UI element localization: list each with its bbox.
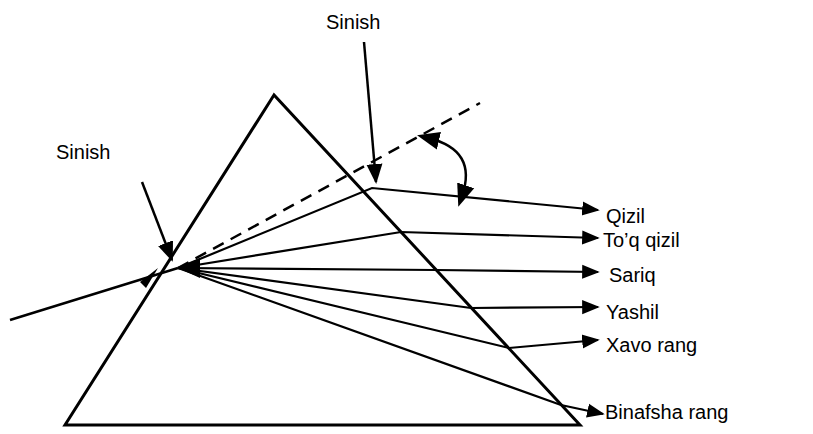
incident-ray <box>10 268 178 320</box>
color-label: Qizil <box>606 205 645 227</box>
deviation-angle-arc <box>428 138 466 196</box>
color-label: Binafsha rang <box>605 401 728 423</box>
color-label: Xavo rang <box>606 334 697 356</box>
refraction-label: Sinish <box>326 11 380 33</box>
refraction-pointers <box>142 42 376 260</box>
color-label: Yashil <box>606 301 659 323</box>
color-label: To’q qizil <box>603 229 680 251</box>
refracted-rays <box>178 188 603 414</box>
prism <box>65 95 580 425</box>
refraction-label: Sinish <box>56 141 110 163</box>
color-label: Sariq <box>609 264 656 286</box>
